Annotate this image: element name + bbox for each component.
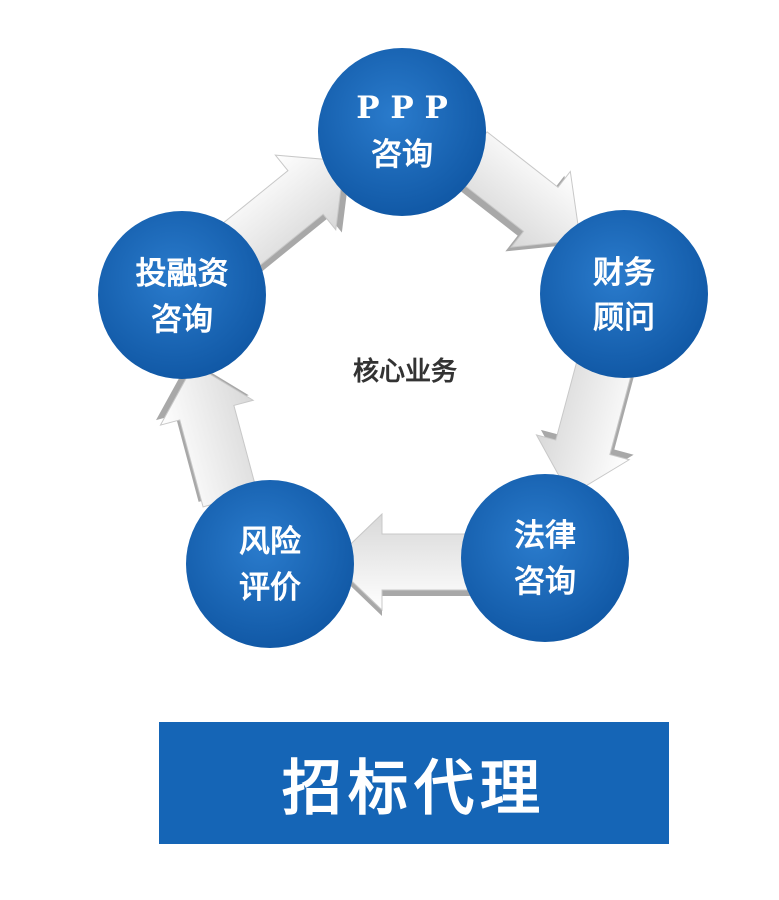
arrow-risk-to-investment bbox=[156, 359, 258, 508]
banner-text: 招标代理 bbox=[282, 753, 546, 824]
node-legal-line2: 咨询 bbox=[514, 564, 576, 600]
center-label: 核心业务 bbox=[353, 356, 457, 387]
node-risk-line2: 评价 bbox=[239, 570, 301, 606]
arrow-investment-to-ppp bbox=[217, 154, 351, 274]
node-legal: 法律 咨询 bbox=[461, 474, 629, 642]
node-finance: 财务 顾问 bbox=[540, 210, 708, 378]
node-risk: 风险 评价 bbox=[186, 480, 354, 648]
node-risk-line1: 风险 bbox=[239, 524, 302, 560]
node-legal-line1: 法律 bbox=[514, 518, 576, 554]
node-investment-line1: 投融资 bbox=[136, 256, 229, 292]
node-ppp-line1: P P P bbox=[356, 90, 448, 126]
arrow-legal-to-risk bbox=[331, 512, 473, 616]
bidding-agency-banner: 招标代理 bbox=[159, 722, 669, 844]
node-ppp: P P P 咨询 bbox=[318, 48, 486, 216]
arrow-finance-to-legal bbox=[535, 348, 638, 497]
cycle-arrows bbox=[156, 131, 638, 616]
node-finance-line1: 财务 bbox=[593, 255, 655, 291]
node-investment-line2: 咨询 bbox=[151, 302, 213, 338]
node-investment: 投融资 咨询 bbox=[98, 211, 266, 379]
node-ppp-line2: 咨询 bbox=[371, 137, 433, 173]
node-finance-line2: 顾问 bbox=[593, 300, 655, 336]
